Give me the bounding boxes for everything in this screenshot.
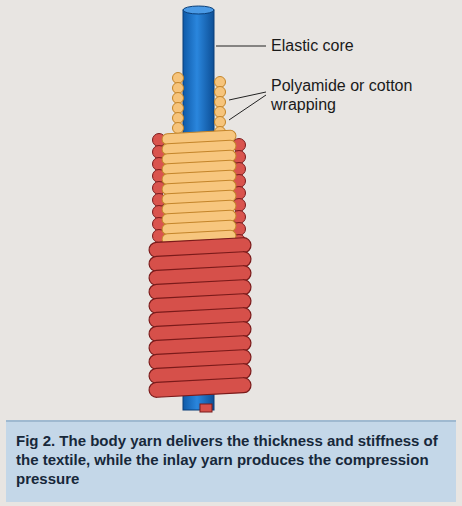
- bead: [173, 73, 184, 84]
- bead: [215, 97, 226, 108]
- leader-line: [216, 46, 266, 47]
- red-beads: [153, 134, 246, 248]
- bead: [215, 77, 226, 88]
- bead: [173, 83, 184, 94]
- figure-caption: Fig 2. The body yarn delivers the thickn…: [16, 431, 446, 488]
- orange-coil: [162, 130, 236, 255]
- bead: [215, 107, 226, 118]
- bead: [173, 103, 184, 114]
- part-label: Elastic core: [271, 36, 441, 55]
- caption-box: Fig 2. The body yarn delivers the thickn…: [6, 420, 456, 502]
- bead: [215, 87, 226, 98]
- bead: [173, 123, 184, 134]
- leader-line: [229, 95, 266, 120]
- bead: [173, 93, 184, 104]
- part-label: Polyamide or cotton wrapping: [271, 76, 421, 114]
- coil-tail: [200, 404, 212, 412]
- wrapping-beads: [173, 73, 226, 138]
- red-coil: [149, 237, 252, 412]
- bead: [173, 113, 184, 124]
- core-top: [183, 6, 214, 14]
- bead: [215, 117, 226, 128]
- coil-turn: [149, 377, 252, 397]
